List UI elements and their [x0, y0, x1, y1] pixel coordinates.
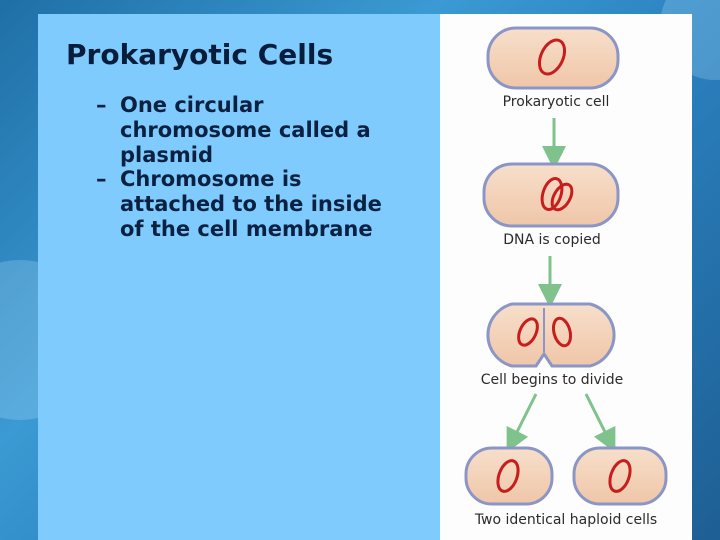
caption-cell-divides: Cell begins to divide	[481, 372, 623, 388]
bullet-item: One circular chromosome called a plasmid	[96, 93, 396, 167]
binary-fission-diagram: Prokaryotic cell DNA is copied Cell begi…	[464, 26, 668, 528]
bullet-list: One circular chromosome called a plasmid…	[96, 93, 396, 242]
dividing-cell	[486, 302, 616, 368]
chromosome	[540, 177, 564, 211]
binary-fission-figure: Prokaryotic cell DNA is copied Cell begi…	[440, 14, 692, 540]
arrow-right-down-icon	[584, 393, 616, 453]
bullet-item: Chromosome is attached to the inside of …	[96, 167, 396, 241]
chromosome-copy	[551, 316, 573, 348]
caption-dna-copied: DNA is copied	[503, 232, 600, 248]
cell-dna-copied	[482, 162, 620, 228]
chromosome	[608, 459, 632, 493]
chromosome	[537, 38, 567, 76]
chromosome	[496, 459, 520, 493]
chromosome-copy	[550, 182, 574, 212]
prokaryotic-cell	[486, 26, 620, 90]
caption-prokaryotic-cell: Prokaryotic cell	[503, 94, 610, 110]
arrow-left-down-icon	[506, 393, 538, 453]
caption-daughter-cells: Two identical haploid cells	[474, 512, 657, 528]
daughter-cell-left	[464, 446, 554, 506]
daughter-cell-right	[572, 446, 668, 506]
chromosome	[517, 317, 539, 347]
slide-title: Prokaryotic Cells	[66, 38, 334, 71]
